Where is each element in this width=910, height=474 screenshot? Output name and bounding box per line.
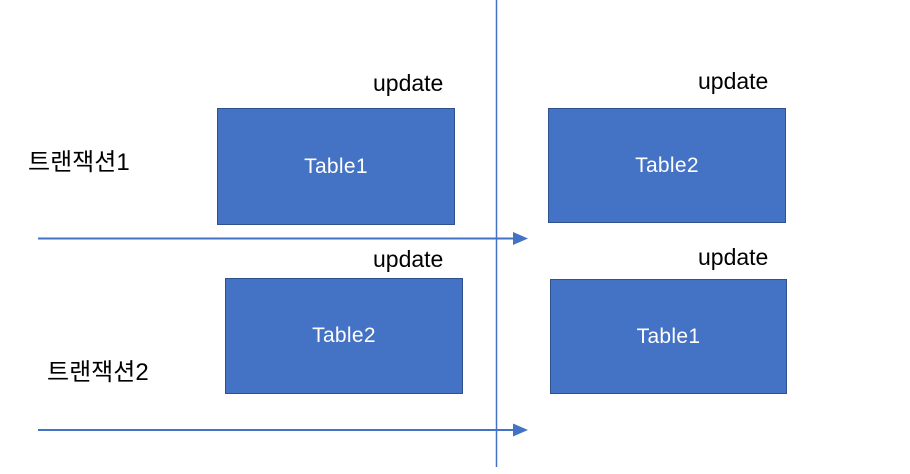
update-label-transaction1-step1: update: [373, 70, 444, 96]
transaction1-timeline-arrow: [38, 232, 528, 245]
table-box-label: Table1: [304, 154, 368, 178]
table-box-transaction2-step1: Table2: [225, 278, 463, 394]
update-label-transaction1-step2: update: [698, 68, 769, 94]
update-label-transaction2-step2: update: [698, 244, 769, 270]
table-box-transaction1-step1: Table1: [217, 108, 455, 225]
update-label-transaction2-step1: update: [373, 246, 444, 272]
table-box-label: Table2: [635, 153, 699, 177]
table-box-transaction2-step2: Table1: [550, 279, 787, 394]
table-box-label: Table1: [636, 324, 701, 348]
transaction2-label: 트랜잭션2: [47, 359, 149, 386]
arrowhead-right-icon: [513, 423, 528, 437]
table-box-transaction1-step2: Table2: [548, 108, 786, 223]
arrowhead-right-icon: [513, 232, 528, 245]
transaction2-timeline-arrow: [38, 423, 528, 437]
transaction1-label: 트랜잭션1: [28, 149, 130, 176]
table-box-label: Table2: [312, 324, 376, 347]
